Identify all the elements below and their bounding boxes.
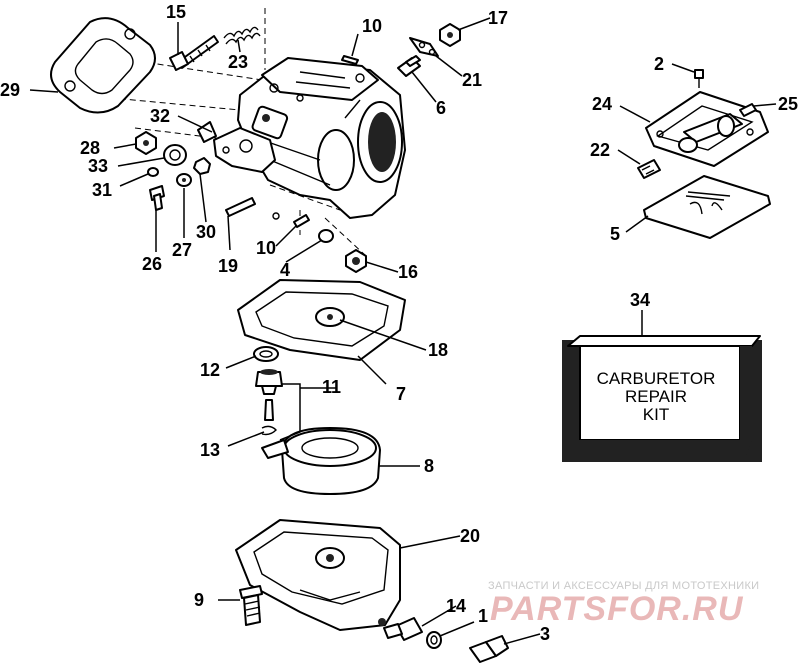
- callout-28: 28: [80, 138, 100, 158]
- float: [261, 427, 381, 495]
- inlet-needle: [264, 399, 274, 421]
- clip-13: [261, 425, 277, 436]
- callout-22: 22: [590, 140, 610, 160]
- screw-26: [149, 185, 165, 211]
- kit-title-line2: REPAIR: [625, 387, 687, 406]
- plug-3: [469, 635, 509, 663]
- bowl-screw-9: [239, 585, 263, 626]
- leader-lines: [29, 17, 777, 645]
- kit-title-line1: CARBURETOR: [597, 369, 716, 388]
- repair-kit-box: [562, 335, 762, 462]
- callout-18: 18: [428, 340, 448, 360]
- callout-34: 34: [630, 290, 650, 310]
- lockwasher-30: [193, 157, 211, 175]
- nut-17: [439, 23, 461, 47]
- screw-2: [694, 69, 704, 88]
- callout-10-top: 10: [362, 16, 382, 36]
- kit-title-line3: KIT: [643, 405, 669, 424]
- callout-5: 5: [610, 224, 620, 244]
- float-bowl: [235, 519, 401, 631]
- callout-2: 2: [654, 54, 664, 74]
- callout-12: 12: [200, 360, 220, 380]
- callout-32: 32: [150, 106, 170, 126]
- watermark: ЗАПЧАСТИ И АКСЕССУАРЫ ДЛЯ МОТОТЕХНИКИ PA…: [488, 580, 759, 628]
- pin-lower: [272, 212, 310, 228]
- callout-16: 16: [398, 262, 418, 282]
- callout-17: 17: [488, 8, 508, 28]
- idle-screw: [169, 35, 219, 71]
- callout-15: 15: [166, 2, 186, 22]
- flange-gasket: [50, 17, 156, 114]
- callout-3: 3: [540, 624, 550, 644]
- float-bowl-gasket: [237, 279, 406, 361]
- pin-top: [341, 55, 359, 65]
- callout-21: 21: [462, 70, 482, 90]
- idle-spring: [223, 26, 261, 45]
- fitting-22: [637, 159, 661, 179]
- callout-25: 25: [778, 94, 798, 114]
- needle-seat: [255, 369, 283, 395]
- spacer-33: [163, 144, 187, 166]
- diaphragm-gasket-5: [643, 175, 771, 239]
- callout-10-lower: 10: [256, 238, 276, 258]
- watermark-caption: ЗАПЧАСТИ И АКСЕССУАРЫ ДЛЯ МОТОТЕХНИКИ: [488, 580, 759, 592]
- callout-8: 8: [424, 456, 434, 476]
- callout-7: 7: [396, 384, 406, 404]
- choke-bracket: [409, 37, 439, 57]
- callout-14: 14: [446, 596, 466, 616]
- jet-19: [225, 197, 256, 217]
- callout-4: 4: [280, 260, 290, 280]
- throttle-lever: [197, 121, 276, 173]
- callout-29: 29: [0, 80, 20, 100]
- callout-27: 27: [172, 240, 192, 260]
- fuel-pump-cover: [645, 91, 769, 167]
- callout-24: 24: [592, 94, 612, 114]
- choke-plunger: [397, 55, 421, 77]
- callout-26: 26: [142, 254, 162, 274]
- carburetor-body: [237, 57, 406, 219]
- callout-33: 33: [88, 156, 108, 176]
- callout-6: 6: [436, 98, 446, 118]
- callout-11: 11: [322, 377, 341, 397]
- callout-20: 20: [460, 526, 480, 546]
- callout-23: 23: [228, 52, 248, 72]
- washer-27: [176, 173, 192, 187]
- main-jet-14: [383, 617, 423, 641]
- callout-30: 30: [196, 222, 216, 242]
- watermark-logo: PARTSFOR.RU: [490, 590, 744, 628]
- washer-31: [147, 167, 159, 177]
- callout-13: 13: [200, 440, 220, 460]
- callout-labels: 29 15 23 10 17 21 6 32 28 33 31 26 27 30…: [0, 2, 798, 644]
- callout-19: 19: [218, 256, 238, 276]
- nut-16: [345, 249, 367, 273]
- callout-31: 31: [92, 180, 112, 200]
- nut-28: [135, 131, 157, 155]
- gasket-1: [426, 631, 442, 649]
- inlet-gasket-12: [253, 346, 279, 362]
- callout-1: 1: [478, 606, 488, 626]
- ball-4: [318, 229, 334, 243]
- callout-9: 9: [194, 590, 204, 610]
